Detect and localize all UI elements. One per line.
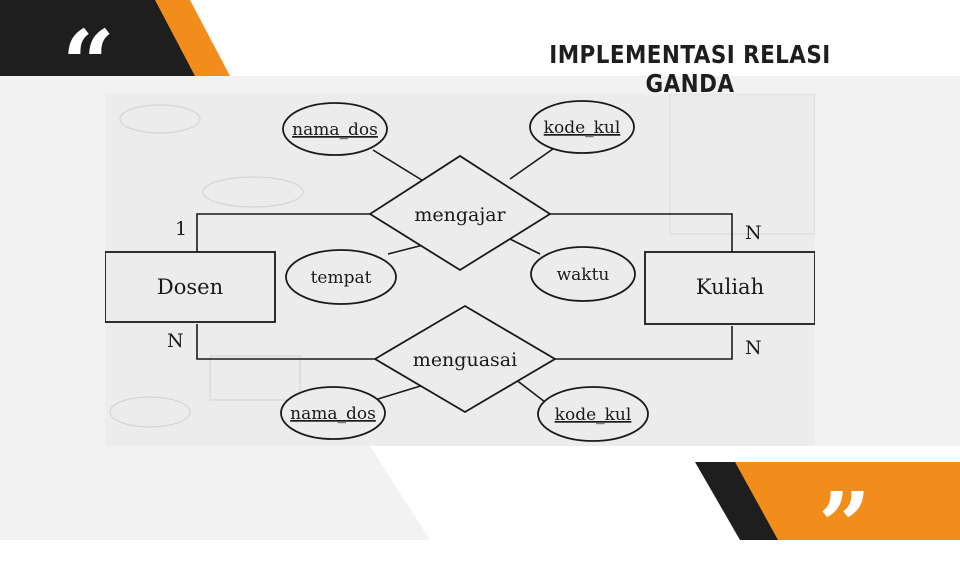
slide-title: IMPLEMENTASI RELASI GANDA xyxy=(549,40,831,98)
attr-tempat-label: tempat xyxy=(311,268,372,288)
attr-nama-dos-2-ellipse xyxy=(280,386,386,440)
attr-kode-kul-1-ellipse xyxy=(529,100,635,154)
entity-kuliah-label: Kuliah xyxy=(696,275,764,299)
connector-lines xyxy=(196,143,733,403)
attr-kode-kul-2-ellipse xyxy=(537,386,649,442)
attr-nama-dos-1-label: nama_dos xyxy=(292,120,378,140)
bottom-right-orange-block xyxy=(735,462,960,540)
relationship-mengajar-label: mengajar xyxy=(414,204,506,226)
entity-dosen-label: Dosen xyxy=(157,275,223,299)
er-diagram: Dosen Kuliah mengajar menguasai nama_dos… xyxy=(105,94,815,446)
attr-kode-kul-1-label: kode_kul xyxy=(544,118,621,138)
cardinality-mengajar-dosen: 1 xyxy=(175,218,187,240)
line-dosen-menguasai xyxy=(196,324,375,360)
attr-waktu-label: waktu xyxy=(557,265,610,285)
line-attr-nama-dos-2 xyxy=(377,383,428,400)
line-attr-kode-kul-2 xyxy=(514,378,546,403)
cardinality-menguasai-kuliah: N xyxy=(745,337,762,359)
entity-kuliah-box xyxy=(644,251,815,325)
relationship-mengajar-diamond xyxy=(368,154,552,272)
cardinality-mengajar-kuliah: N xyxy=(745,222,762,244)
line-attr-kode-kul-1 xyxy=(509,143,561,180)
attr-tempat-ellipse xyxy=(285,249,397,305)
entity-dosen-box xyxy=(105,251,276,323)
line-attr-nama-dos-1 xyxy=(372,149,426,183)
line-dosen-mengajar xyxy=(196,213,370,254)
line-attr-waktu xyxy=(509,238,541,255)
top-left-orange-stripe xyxy=(150,0,230,76)
attr-nama-dos-1-ellipse xyxy=(282,102,388,156)
relationship-menguasai-label: menguasai xyxy=(413,349,517,371)
decorative-shapes xyxy=(0,0,960,540)
slide: “ ” IMPLEMENTASI RELASI GANDA xyxy=(0,0,960,540)
close-quote-icon: ” xyxy=(818,472,871,580)
attr-nama-dos-2-label: nama_dos xyxy=(290,404,376,424)
line-mengajar-kuliah xyxy=(550,213,733,254)
relationship-menguasai-diamond xyxy=(373,304,557,414)
attr-kode-kul-2-label: kode_kul xyxy=(555,405,632,425)
attr-waktu-ellipse xyxy=(530,246,636,302)
line-menguasai-kuliah xyxy=(555,326,733,360)
top-left-dark-block xyxy=(0,0,195,76)
cardinality-menguasai-dosen: N xyxy=(167,330,184,352)
bottom-right-dark-stripe xyxy=(695,462,790,540)
scan-ghost-marks xyxy=(109,94,815,428)
